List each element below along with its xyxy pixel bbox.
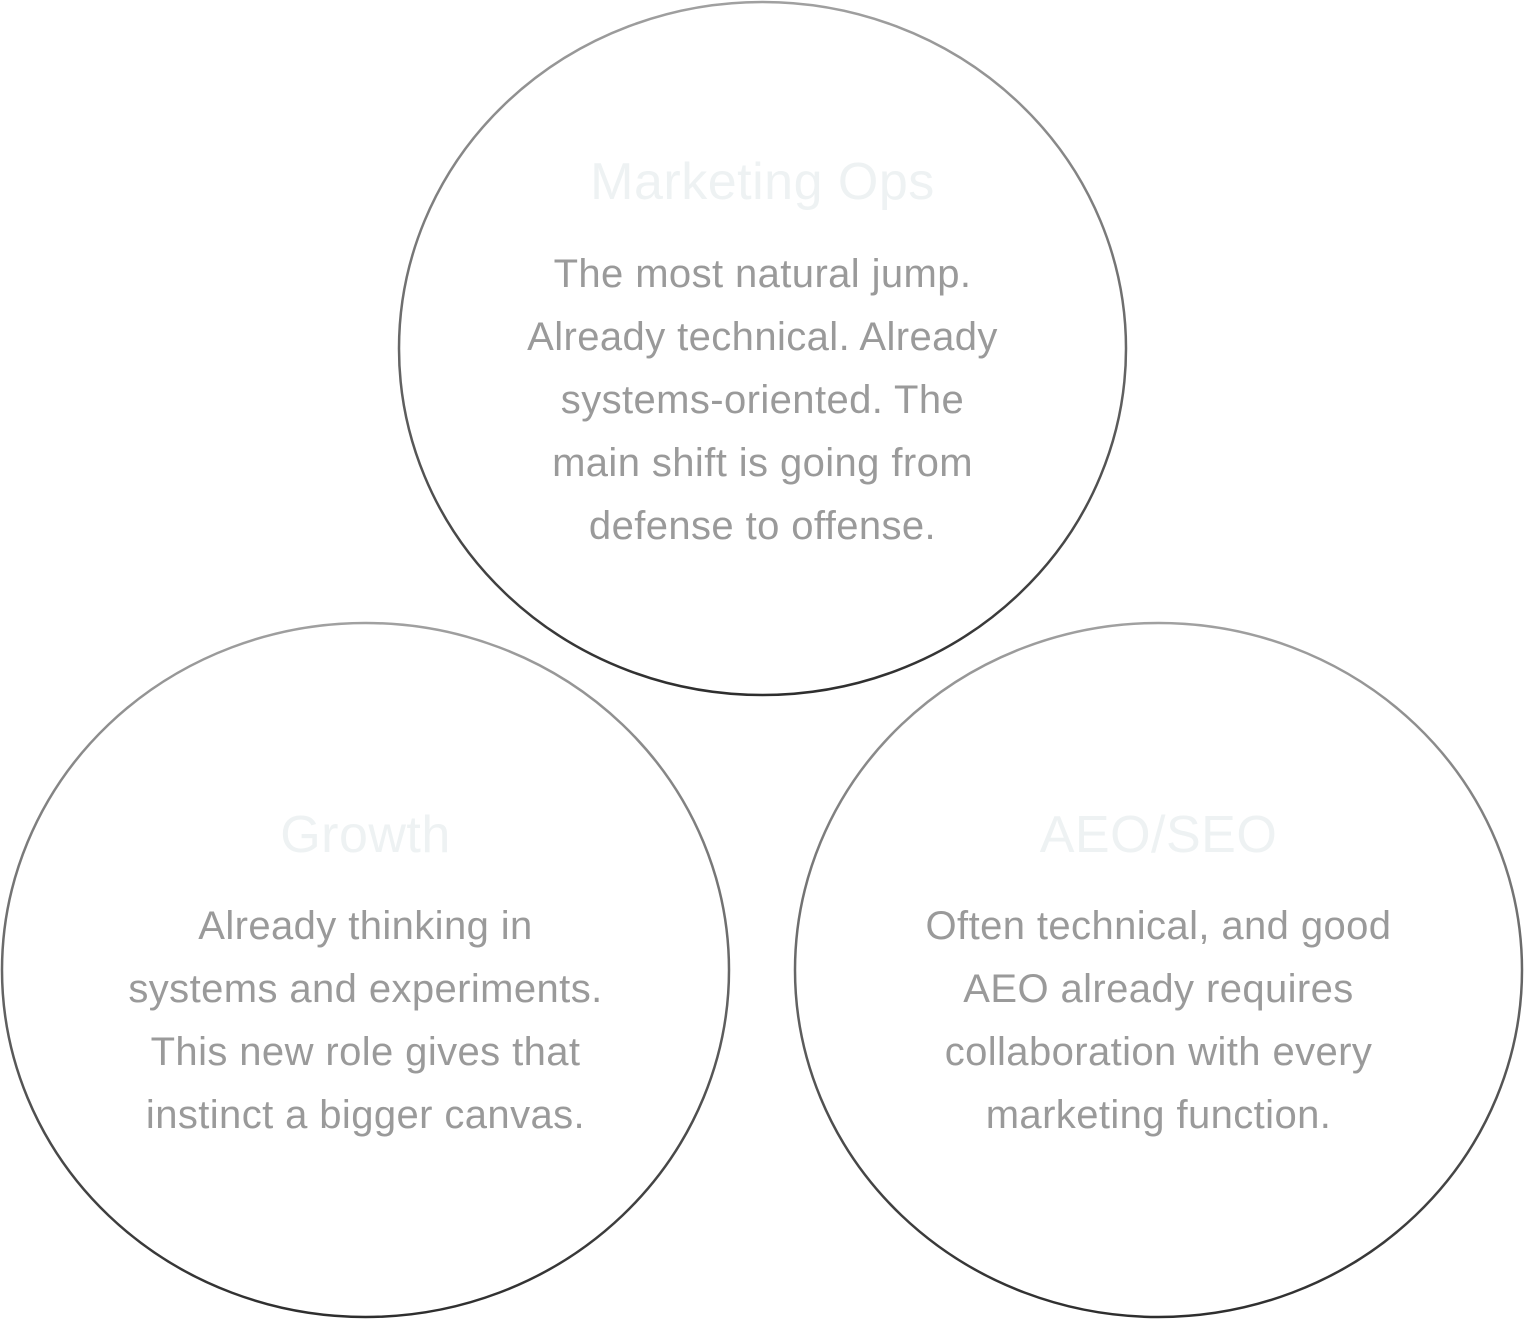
description-line: Already thinking in (198, 904, 533, 948)
description-line: systems and experiments. (128, 967, 603, 1011)
description-line: Already technical. Already (527, 315, 998, 359)
description-line: This new role gives that (150, 1030, 581, 1074)
description-line: collaboration with every (944, 1030, 1373, 1074)
aeo-seo-circle: AEO/SEO Often technical, and good AEO al… (795, 623, 1522, 1317)
description-line: instinct a bigger canvas. (145, 1093, 586, 1137)
marketing-ops-title: Marketing Ops (590, 153, 935, 211)
description-line: defense to offense. (588, 504, 937, 548)
description-line: main shift is going from (552, 441, 973, 485)
growth-title: Growth (280, 806, 451, 864)
description-line: AEO already requires (963, 967, 1354, 1011)
description-line: The most natural jump. (553, 252, 972, 296)
aeo-seo-description: Often technical, and good AEO already re… (926, 895, 1392, 1147)
growth-description: Already thinking in systems and experime… (128, 895, 602, 1147)
description-line: Often technical, and good (925, 904, 1392, 948)
marketing-ops-description: The most natural jump. Already technical… (527, 243, 998, 558)
description-line: marketing function. (985, 1093, 1332, 1137)
aeo-seo-title: AEO/SEO (1039, 806, 1278, 864)
marketing-ops-circle: Marketing Ops The most natural jump. Alr… (399, 2, 1126, 695)
growth-circle: Growth Already thinking in systems and e… (2, 623, 729, 1317)
description-line: systems-oriented. The (560, 378, 965, 422)
